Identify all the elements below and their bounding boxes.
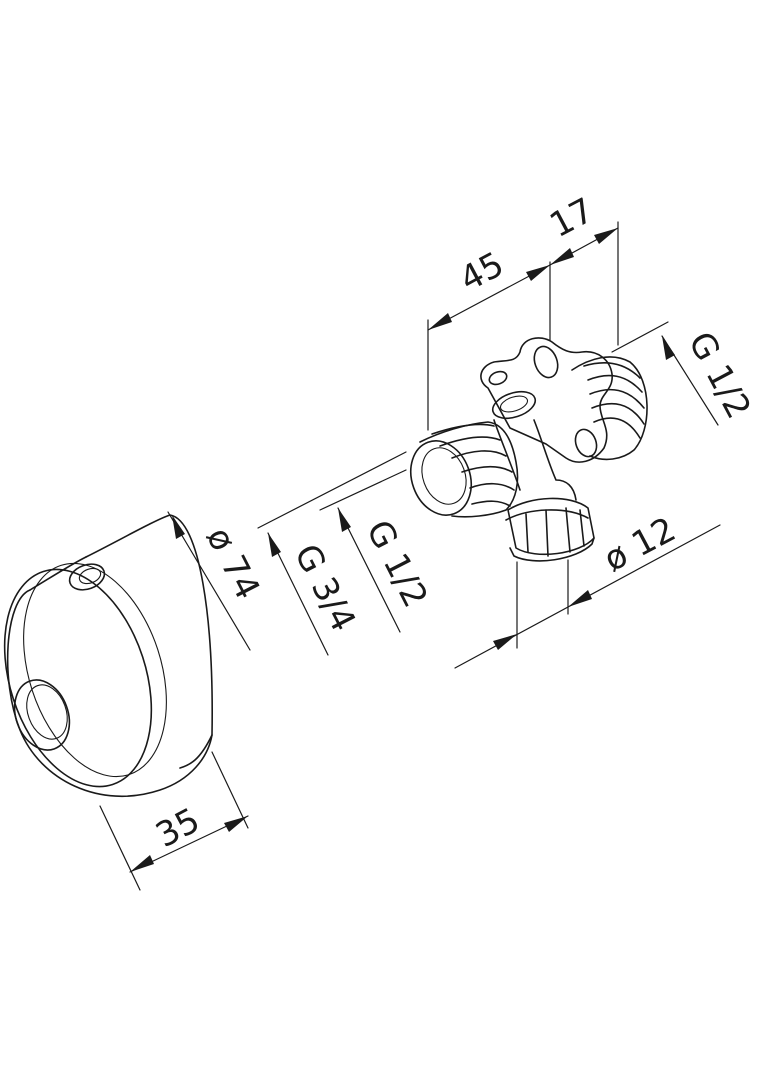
dimension-g34 <box>257 451 407 656</box>
dimension-g12-right <box>611 321 719 426</box>
thread-g34-label: G 3/4 <box>286 538 363 638</box>
thread-g12-center-label: G 1/2 <box>358 514 435 614</box>
dimension-45-label: 45 <box>453 244 510 300</box>
dimension-17-label: 17 <box>543 190 600 246</box>
dimension-dia-74 <box>167 511 251 651</box>
rosette-cover <box>3 514 213 798</box>
dimension-35-label: 35 <box>149 800 206 856</box>
thread-g12-right-label: G 1/2 <box>680 325 758 425</box>
dimension-dia-74-label: ø 74 <box>198 521 268 606</box>
dimension-dia-12 <box>454 524 721 669</box>
dimension-g12-center <box>319 469 407 633</box>
dimension-35 <box>99 751 249 891</box>
wall-elbow-fitting <box>410 337 648 562</box>
dimension-45-17 <box>427 221 619 431</box>
dimension-dia-12-label: ø 12 <box>597 509 682 579</box>
